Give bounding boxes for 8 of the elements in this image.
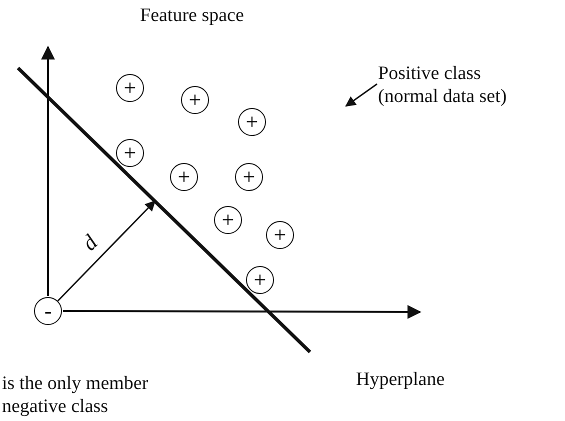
class-label: Positive class (normal data set)	[378, 62, 543, 108]
arrow	[345, 83, 378, 107]
arrow	[57, 200, 156, 302]
title: Feature space	[140, 4, 244, 27]
caption-text: is the only member negative class	[2, 372, 150, 418]
hyperplane-line	[16, 66, 312, 354]
hyperplane-label: Hyperplane	[356, 368, 445, 391]
edge-label: d	[78, 230, 102, 255]
